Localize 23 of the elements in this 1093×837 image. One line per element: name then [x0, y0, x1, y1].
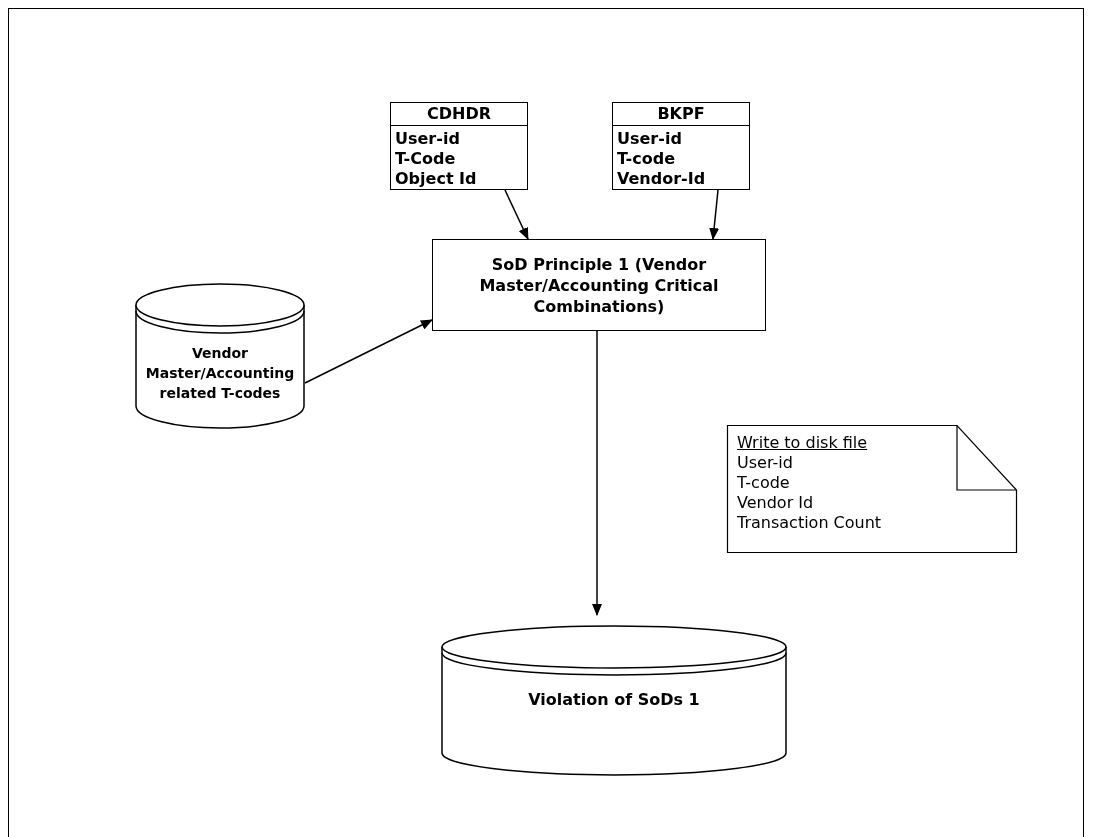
note-heading: Write to disk file [737, 433, 869, 453]
table-name: BKPF [613, 103, 749, 126]
table-box [612, 102, 750, 190]
field-name: T-Code [395, 149, 457, 169]
note-line: T-code [737, 473, 791, 493]
arrow [504, 189, 529, 240]
field-name: Object Id [395, 169, 478, 189]
arrow [709, 189, 720, 240]
database-label: Vendor Master/Accounting related T-codes [144, 344, 296, 403]
field-name: User-id [617, 129, 683, 149]
process-box [432, 239, 766, 331]
note-line: Vendor Id [737, 493, 815, 513]
arrow [304, 319, 433, 384]
arrow [592, 330, 602, 616]
database-label: Violation of SoDs 1 [527, 690, 701, 710]
note-line: User-id [737, 453, 794, 473]
process-label: SoD Principle 1 (Vendor Master/Accounting Critical Combinations) [478, 253, 720, 317]
table-box [390, 102, 528, 190]
field-name: User-id [395, 129, 461, 149]
field-name: T-code [617, 149, 676, 169]
table-name: CDHDR [391, 103, 527, 126]
field-name: Vendor-Id [617, 169, 707, 189]
note-line: Transaction Count [737, 513, 882, 533]
